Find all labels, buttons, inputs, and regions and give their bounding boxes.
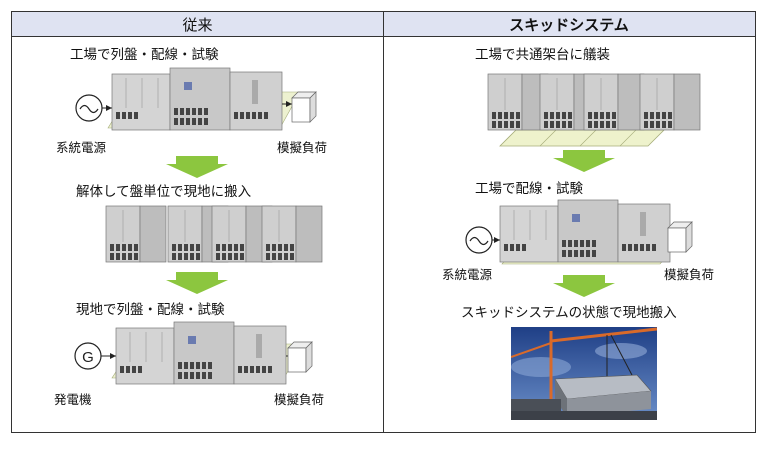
right-step1-label: 工場で共通架台に艤装 xyxy=(475,47,610,63)
left-step2-cabinets xyxy=(105,205,323,263)
left-load3-label: 模擬負荷 xyxy=(274,392,325,407)
ac-source-icon xyxy=(75,94,103,122)
arrow-down-icon xyxy=(166,156,228,178)
header-conventional: 従来 xyxy=(12,12,383,37)
left-step3-label: 現地で列盤・配線・試験 xyxy=(76,302,225,318)
comparison-table: 従来 スキッドシステム xyxy=(11,11,756,433)
left-step3-lineup xyxy=(101,321,313,385)
left-load1-label: 模擬負荷 xyxy=(277,140,328,155)
right-step2-lineup xyxy=(492,199,693,265)
left-source1-label: 系統電源 xyxy=(56,140,107,155)
right-source2-label: 系統電源 xyxy=(442,267,493,282)
arrow-down-icon xyxy=(166,272,228,294)
left-source3-label: 発電機 xyxy=(54,392,92,407)
svg-text:G: G xyxy=(82,349,94,366)
right-step1-cabinets xyxy=(487,73,701,147)
generator-icon: G xyxy=(74,342,102,370)
right-load2-label: 模擬負荷 xyxy=(664,267,715,282)
left-step1-label: 工場で列盤・配線・試験 xyxy=(70,47,219,63)
right-step3-label: スキッドシステムの状態で現地搬入 xyxy=(461,305,677,321)
arrow-down-icon xyxy=(553,150,615,172)
left-step1-lineup xyxy=(101,67,317,131)
arrow-down-icon xyxy=(553,275,615,297)
left-step2-label: 解体して盤単位で現地に搬入 xyxy=(76,184,252,200)
ac-source-icon xyxy=(465,226,493,254)
header-skid-system: スキッドシステム xyxy=(383,12,755,37)
skid-delivery-photo xyxy=(511,327,657,420)
column-divider xyxy=(383,12,384,432)
right-step2-label: 工場で配線・試験 xyxy=(475,181,583,197)
